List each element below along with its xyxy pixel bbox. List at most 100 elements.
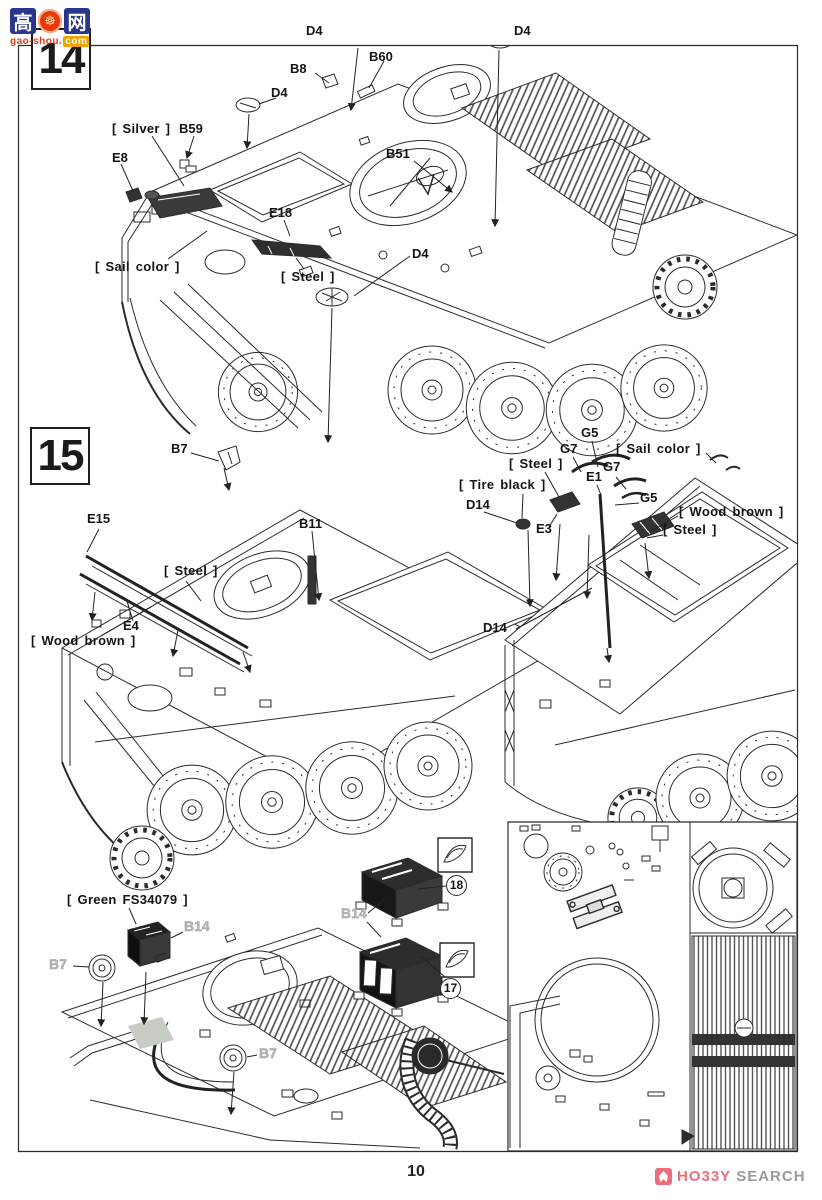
leader-line — [296, 258, 304, 269]
leader-line — [592, 441, 598, 467]
leader-line — [152, 136, 184, 186]
gear-icon: ☸ — [38, 9, 62, 33]
part-callout: D4 — [514, 23, 531, 38]
part-callout: B7 — [171, 441, 188, 456]
leader-line — [334, 33, 352, 36]
logo-char-right: 网 — [64, 8, 90, 34]
step-number-15: 15 — [30, 427, 90, 485]
brand-word-hobby: HO33Y — [677, 1168, 732, 1185]
paint-color-callout: [ Sail color ] — [616, 441, 701, 456]
paint-color-callout: [ Green FS34079 ] — [67, 892, 188, 907]
site-suffix: com — [63, 36, 90, 47]
step15-right-drawing — [505, 455, 797, 848]
leader-line — [170, 630, 178, 658]
leader-line — [616, 477, 626, 489]
paint-color-callout: [ Tire black ] — [459, 477, 546, 492]
leader-lines — [73, 33, 716, 1116]
leader-line — [101, 607, 151, 636]
part-callout-gray: B14 — [341, 905, 367, 921]
leader-line — [525, 530, 534, 608]
leader-line — [549, 514, 557, 527]
page-number: 10 — [407, 1163, 425, 1180]
brand-word-search: SEARCH — [736, 1168, 806, 1185]
logo-char-left: 高 — [10, 8, 36, 34]
paint-color-callout: [ Wood brown ] — [31, 633, 136, 648]
leader-line — [369, 61, 384, 88]
part-callout: E3 — [536, 521, 552, 536]
leader-line — [227, 1072, 236, 1116]
part-callout: B11 — [299, 516, 323, 531]
leader-line — [168, 231, 207, 259]
bottom-assembly-drawing — [62, 838, 530, 1148]
part-callout: D14 — [466, 497, 490, 512]
leader-line — [121, 164, 133, 191]
leader-line — [552, 524, 560, 582]
leader-line — [185, 136, 194, 160]
subassembly-number: 17 — [440, 978, 461, 999]
paint-color-callout: [ Steel ] — [164, 563, 218, 578]
leader-line — [503, 34, 512, 39]
leader-line — [615, 503, 639, 505]
leader-line — [284, 220, 290, 236]
flame-icon — [655, 1168, 672, 1185]
leader-line — [171, 932, 183, 938]
part-callout: B60 — [369, 49, 393, 64]
leader-line — [573, 457, 581, 472]
subassembly-number: 18 — [446, 875, 467, 896]
part-callout-gray: B7 — [259, 1045, 277, 1061]
page-frame — [19, 46, 798, 1152]
leader-line — [597, 485, 601, 495]
hobby-search-watermark: HO33Y SEARCH — [655, 1168, 806, 1185]
leader-line — [545, 472, 559, 497]
leader-line — [604, 648, 612, 664]
site-name: gao-shou. — [10, 36, 63, 47]
leader-line — [484, 512, 517, 523]
leader-line — [224, 468, 232, 492]
part-callout-gray: B7 — [49, 956, 67, 972]
part-callout: D4 — [271, 85, 288, 100]
step15-left-drawing — [62, 446, 560, 890]
leader-line — [644, 543, 653, 580]
leader-line — [324, 308, 332, 444]
paint-color-callout: [ Steel ] — [663, 522, 717, 537]
leader-line — [97, 982, 106, 1028]
leader-line — [417, 886, 446, 889]
logo-site-text: gao-shou. com — [10, 36, 120, 47]
top-view-inset — [508, 822, 797, 1151]
leader-line — [312, 531, 323, 602]
leader-line — [191, 453, 219, 461]
leader-line — [247, 1055, 257, 1057]
leader-line — [647, 535, 663, 538]
part-callout: B8 — [290, 61, 307, 76]
part-callout: G7 — [603, 459, 621, 474]
paint-color-callout: [ Silver ] — [112, 121, 171, 136]
paint-color-callout: [ Wood brown ] — [679, 504, 784, 519]
part-callout: G5 — [581, 425, 599, 440]
leader-line — [368, 899, 385, 913]
part-callout: G5 — [640, 490, 658, 505]
part-callout: E18 — [269, 205, 293, 220]
part-callout: D4 — [412, 246, 429, 261]
leader-line — [140, 972, 149, 1026]
part-callout: D4 — [306, 23, 323, 38]
leader-line — [243, 114, 252, 150]
leader-line — [347, 48, 358, 112]
leader-line — [516, 588, 592, 629]
leader-line — [259, 98, 276, 104]
leader-line — [129, 908, 136, 924]
part-callout: B59 — [179, 121, 203, 136]
leader-line — [315, 73, 329, 83]
leader-line — [522, 494, 523, 518]
leader-line — [354, 256, 410, 296]
part-callout-gray: B14 — [184, 918, 210, 934]
part-callout: E1 — [586, 469, 602, 484]
gao-shou-watermark: 高 ☸ 网 gao-shou. com — [10, 8, 120, 47]
part-callout: G7 — [560, 441, 578, 456]
leader-line — [414, 161, 453, 193]
paint-color-callout: [ Sail color ] — [95, 259, 180, 274]
leader-line — [73, 966, 89, 967]
leader-line — [583, 535, 592, 600]
leader-line — [87, 529, 99, 552]
part-callout: B51 — [386, 146, 410, 161]
